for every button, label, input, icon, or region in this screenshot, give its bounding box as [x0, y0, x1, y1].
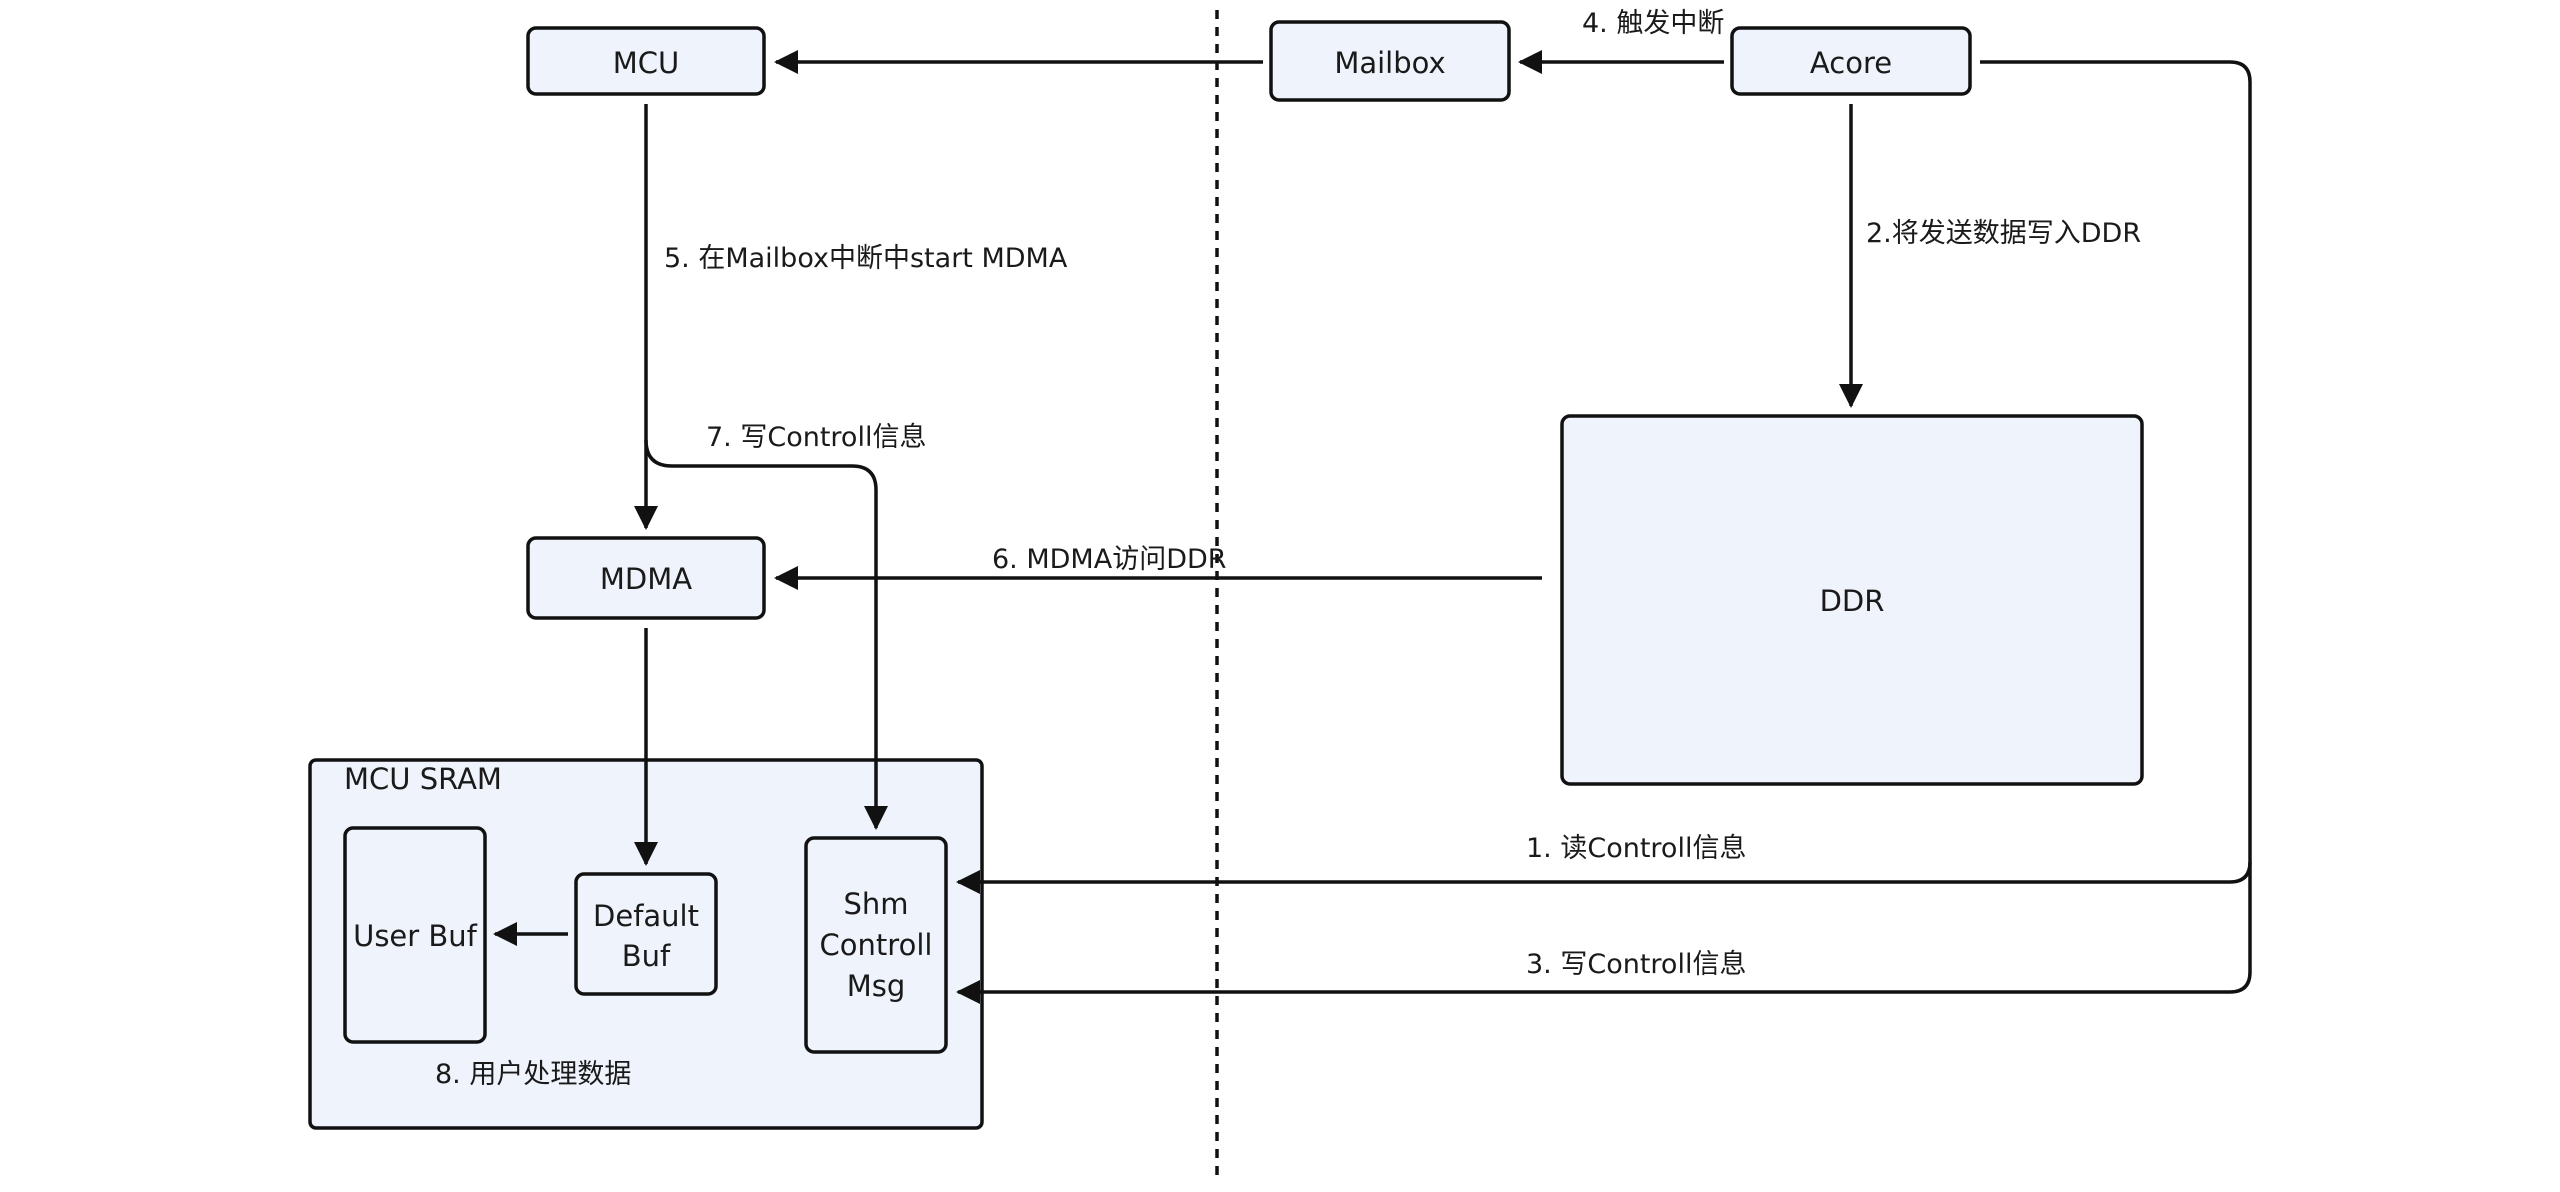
step3-label: 3. 写Controll信息 — [1526, 949, 1746, 980]
default-buf-label-line1: Default — [593, 899, 699, 933]
acore-node: Acore — [1730, 26, 1972, 96]
shm-label-line1: Shm — [843, 887, 908, 921]
default-buf-label-line2: Buf — [622, 939, 671, 973]
step1-label: 1. 读Controll信息 — [1526, 833, 1746, 864]
step5-label: 5. 在Mailbox中断中start MDMA — [664, 243, 1068, 274]
step6-label: 6. MDMA访问DDR — [992, 544, 1227, 575]
mcu-sram-label: MCU SRAM — [344, 762, 502, 796]
arrow-acore-to-shm-step3 — [956, 862, 2252, 1004]
mailbox-label: Mailbox — [1334, 46, 1445, 80]
step2-label: 2.将发送数据写入DDR — [1866, 218, 2141, 249]
shm-controll-msg-node: Shm Controll Msg — [804, 836, 948, 1054]
user-buf-label: User Buf — [353, 919, 478, 953]
shm-label-line3: Msg — [847, 969, 906, 1003]
ddr-label: DDR — [1820, 584, 1885, 618]
default-buf-node: Default Buf — [574, 872, 718, 996]
mdma-label: MDMA — [600, 562, 692, 596]
mcu-label: MCU — [613, 46, 680, 80]
mcu-node: MCU — [526, 26, 766, 96]
arrow-acore-to-shm-step1 — [956, 60, 2252, 894]
step4-label: 4. 触发中断 — [1582, 8, 1724, 39]
arrow-mcu-to-shm-step7 — [644, 439, 888, 830]
acore-label: Acore — [1810, 46, 1892, 80]
mdma-node: MDMA — [526, 536, 766, 620]
mailbox-node: Mailbox — [1269, 20, 1511, 102]
ddr-node: DDR — [1560, 414, 2144, 786]
user-buf-node: User Buf — [343, 826, 487, 1044]
step8-label: 8. 用户处理数据 — [435, 1059, 631, 1090]
step7-label: 7. 写Controll信息 — [706, 422, 926, 453]
shm-label-line2: Controll — [820, 928, 933, 962]
